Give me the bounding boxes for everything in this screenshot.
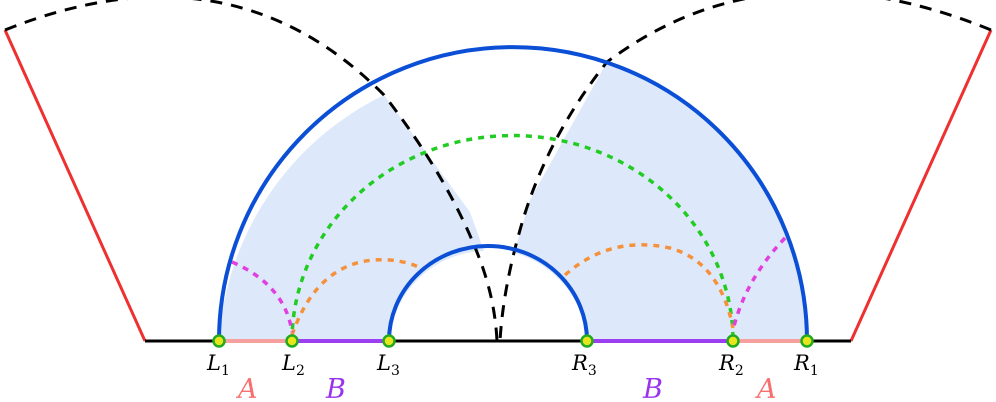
outer-geodesic bbox=[217, 45, 809, 342]
cutoff-line-left bbox=[3, 29, 147, 342]
point-L1 bbox=[212, 334, 226, 348]
green-geodesic bbox=[290, 133, 735, 342]
region-label-B-left: B bbox=[325, 374, 346, 402]
point-markers bbox=[212, 334, 814, 348]
label-R2: R2 bbox=[718, 351, 744, 379]
region-label-A-left: A bbox=[235, 374, 258, 402]
point-R1 bbox=[800, 334, 814, 348]
cutoff-line-right bbox=[849, 29, 993, 342]
label-L3: L3 bbox=[376, 351, 400, 379]
label-L2: L2 bbox=[281, 351, 305, 379]
orange-geodesic-right bbox=[563, 243, 735, 329]
magenta-geodesic-left bbox=[231, 260, 294, 333]
label-R1: R1 bbox=[793, 351, 819, 379]
inner-geodesic bbox=[387, 244, 589, 342]
label-R3: R3 bbox=[571, 351, 597, 379]
orange-geodesic-left bbox=[290, 257, 421, 336]
point-R2 bbox=[726, 334, 740, 348]
point-L2 bbox=[285, 334, 299, 348]
region-label-B-right: B bbox=[642, 374, 663, 402]
label-L1: L1 bbox=[206, 351, 230, 379]
region-label-A-right: A bbox=[754, 374, 777, 402]
entanglement-wedge-left bbox=[219, 95, 484, 341]
dashed-arc-right bbox=[498, 0, 992, 342]
entanglement-wedge-right bbox=[514, 62, 808, 341]
point-R3 bbox=[580, 334, 594, 348]
point-L3 bbox=[382, 334, 396, 348]
